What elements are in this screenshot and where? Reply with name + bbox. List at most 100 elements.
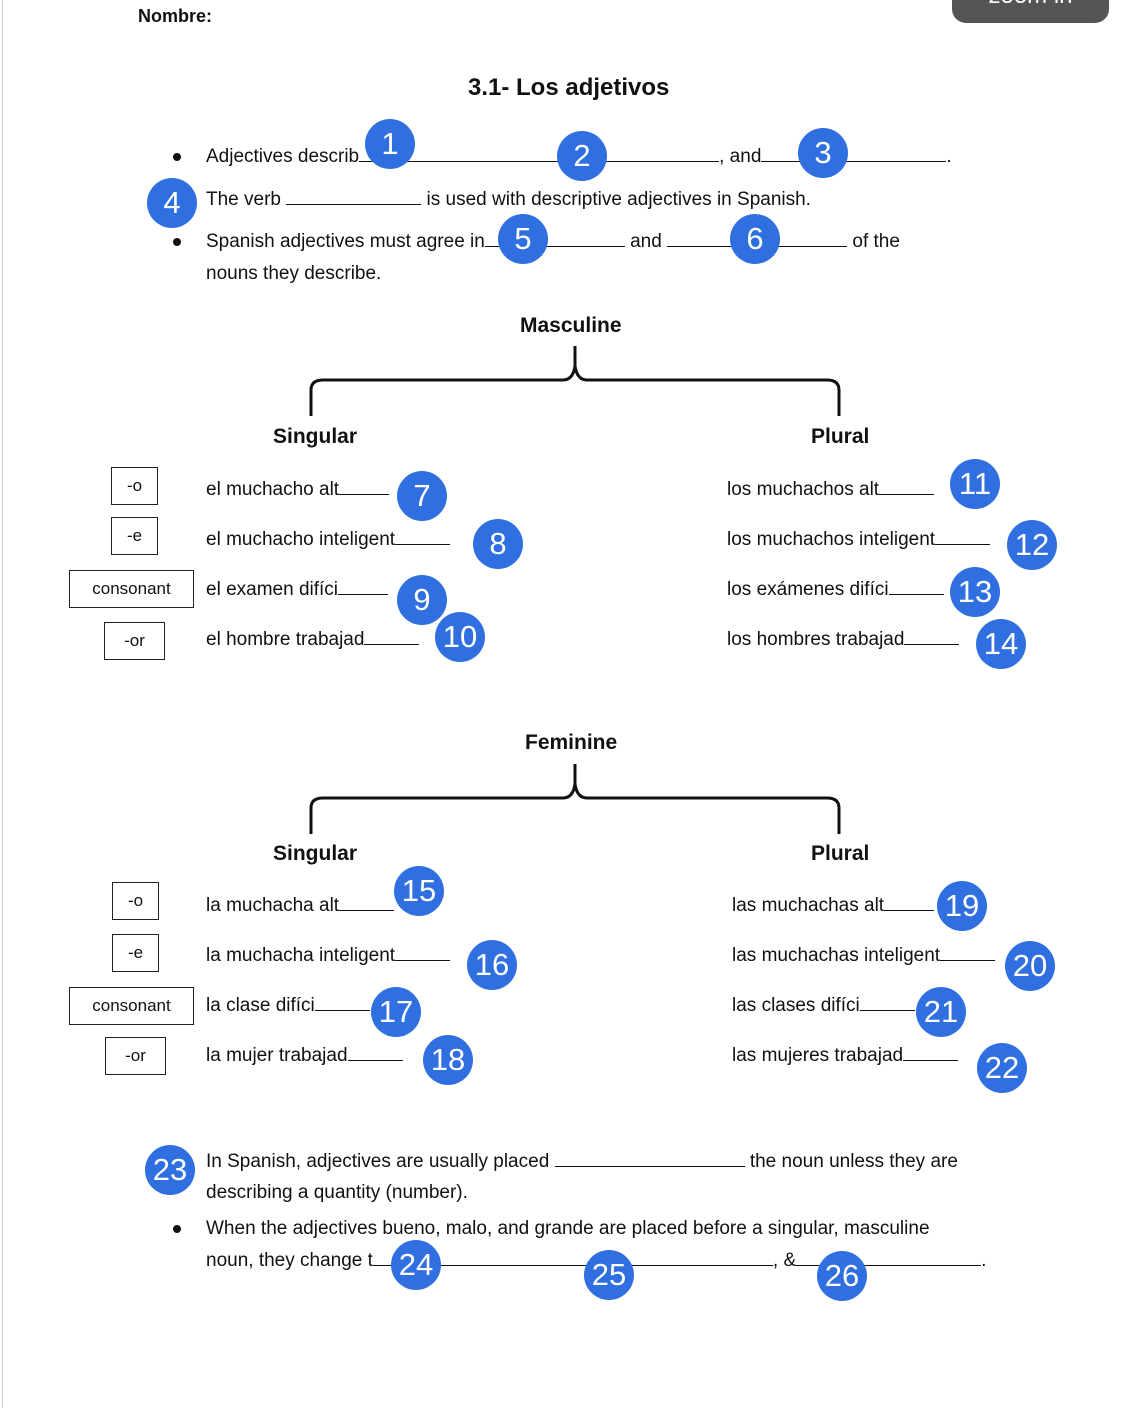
row-text: los muchachos inteligent bbox=[727, 529, 936, 550]
blank bbox=[338, 593, 389, 595]
intro-line-3-suffix: of the bbox=[847, 231, 900, 252]
blank bbox=[796, 1264, 982, 1266]
row-text: el hombre trabajad bbox=[206, 629, 365, 650]
number-badge-12[interactable]: 12 bbox=[1007, 520, 1057, 570]
masc-plural-row: los exámenes difíci bbox=[727, 579, 944, 601]
intro-line-1-and: , and bbox=[719, 146, 762, 167]
number-badge-22[interactable]: 22 bbox=[977, 1043, 1027, 1093]
blank bbox=[339, 909, 395, 911]
worksheet-title: 3.1- Los adjetivos bbox=[468, 74, 670, 101]
blank bbox=[940, 959, 996, 961]
number-badge-17[interactable]: 17 bbox=[371, 987, 421, 1037]
number-badge-6[interactable]: 6 bbox=[730, 214, 780, 264]
masc-plural-row: los muchachos inteligent bbox=[727, 529, 991, 551]
masculine-plural-label: Plural bbox=[811, 425, 870, 448]
zoom-in-button[interactable]: zoom in bbox=[952, 0, 1109, 23]
ending-box-e: -e bbox=[112, 934, 159, 972]
number-badge-13[interactable]: 13 bbox=[950, 567, 1000, 617]
masculine-heading: Masculine bbox=[520, 314, 622, 337]
feminine-heading: Feminine bbox=[525, 731, 618, 754]
feminine-singular-label: Singular bbox=[273, 842, 358, 865]
blank bbox=[364, 643, 420, 645]
number-badge-20[interactable]: 20 bbox=[1005, 941, 1055, 991]
masculine-brace bbox=[309, 346, 841, 416]
number-badge-21[interactable]: 21 bbox=[916, 987, 966, 1037]
number-badge-19[interactable]: 19 bbox=[937, 881, 987, 931]
ending-box-o: -o bbox=[112, 882, 159, 920]
number-badge-16[interactable]: 16 bbox=[467, 940, 517, 990]
fem-singular-row: la clase difíci bbox=[206, 995, 370, 1017]
fem-plural-row: las muchachas alt bbox=[732, 895, 935, 917]
blank bbox=[761, 160, 947, 162]
fem-singular-row: la muchacha alt bbox=[206, 895, 395, 917]
number-badge-8[interactable]: 8 bbox=[473, 519, 523, 569]
outro-line-2-amp: , & bbox=[772, 1250, 797, 1271]
number-badge-9[interactable]: 9 bbox=[397, 575, 447, 625]
masc-plural-row: los hombres trabajad bbox=[727, 629, 960, 651]
intro-line-2-prefix: The verb bbox=[206, 189, 287, 210]
number-badge-3[interactable]: 3 bbox=[798, 128, 848, 178]
ending-box-e: -e bbox=[111, 517, 158, 555]
row-text: las clases difíci bbox=[732, 995, 860, 1016]
feminine-brace bbox=[309, 764, 841, 834]
number-badge-24[interactable]: 24 bbox=[391, 1240, 441, 1290]
number-badge-25[interactable]: 25 bbox=[584, 1250, 634, 1300]
outro-line-1-prefix: In Spanish, adjectives are usually place… bbox=[206, 1151, 555, 1172]
number-badge-7[interactable]: 7 bbox=[397, 471, 447, 521]
blank bbox=[859, 1009, 915, 1011]
intro-line-2: The verb is used with descriptive adject… bbox=[206, 189, 811, 211]
ending-box-consonant: consonant bbox=[69, 987, 194, 1025]
row-text: las muchachas alt bbox=[732, 895, 885, 916]
row-text: los hombres trabajad bbox=[727, 629, 905, 650]
fem-singular-row: la muchacha inteligent bbox=[206, 945, 451, 967]
row-text: la clase difíci bbox=[206, 995, 315, 1016]
blank bbox=[484, 245, 625, 247]
outro-line-2: When the adjectives bueno, malo, and gra… bbox=[206, 1218, 930, 1239]
bullet bbox=[173, 153, 181, 161]
ending-box-o: -o bbox=[111, 467, 158, 505]
row-text: las muchachas inteligent bbox=[732, 945, 941, 966]
intro-line-1-end: . bbox=[946, 146, 952, 167]
number-badge-23[interactable]: 23 bbox=[145, 1145, 195, 1195]
blank bbox=[372, 1264, 773, 1266]
number-badge-10[interactable]: 10 bbox=[435, 612, 485, 662]
number-badge-1[interactable]: 1 bbox=[365, 119, 415, 169]
masc-singular-row: el examen difíci bbox=[206, 579, 389, 601]
masc-plural-row: los muchachos alt bbox=[727, 479, 935, 501]
feminine-plural-label: Plural bbox=[811, 842, 870, 865]
fem-plural-row: las mujeres trabajad bbox=[732, 1045, 959, 1067]
intro-line-1: Adjectives describ , and. bbox=[206, 146, 952, 168]
blank bbox=[395, 959, 451, 961]
ending-box-consonant: consonant bbox=[69, 570, 194, 608]
masc-singular-row: el muchacho inteligent bbox=[206, 529, 451, 551]
masc-singular-row: el hombre trabajad bbox=[206, 629, 420, 651]
row-text: el muchacho inteligent bbox=[206, 529, 396, 550]
blank bbox=[286, 203, 422, 205]
number-badge-18[interactable]: 18 bbox=[423, 1035, 473, 1085]
number-badge-15[interactable]: 15 bbox=[394, 866, 444, 916]
outro-line-1-suffix: the noun unless they are bbox=[744, 1151, 958, 1172]
blank bbox=[314, 1009, 370, 1011]
number-badge-14[interactable]: 14 bbox=[976, 619, 1026, 669]
row-text: la muchacha inteligent bbox=[206, 945, 396, 966]
number-badge-2[interactable]: 2 bbox=[557, 131, 607, 181]
intro-line-1-prefix: Adjectives describ bbox=[206, 146, 360, 167]
row-text: las mujeres trabajad bbox=[732, 1045, 904, 1066]
row-text: la muchacha alt bbox=[206, 895, 340, 916]
outro-line-2-cont-prefix: noun, they change t bbox=[206, 1250, 373, 1271]
blank bbox=[359, 160, 720, 162]
number-badge-26[interactable]: 26 bbox=[817, 1251, 867, 1301]
outro-line-2-cont: noun, they change t, &. bbox=[206, 1250, 986, 1272]
blank bbox=[554, 1165, 745, 1167]
number-badge-4[interactable]: 4 bbox=[147, 178, 197, 228]
ending-box-or: -or bbox=[104, 622, 165, 660]
blank bbox=[903, 1059, 959, 1061]
outro-line-1: In Spanish, adjectives are usually place… bbox=[206, 1151, 958, 1173]
number-badge-5[interactable]: 5 bbox=[498, 214, 548, 264]
fem-plural-row: las clases difíci bbox=[732, 995, 915, 1017]
outro-line-1-cont: describing a quantity (number). bbox=[206, 1182, 468, 1203]
blank bbox=[884, 909, 935, 911]
number-badge-11[interactable]: 11 bbox=[950, 459, 1000, 509]
intro-line-3: Spanish adjectives must agree in and of … bbox=[206, 231, 900, 253]
name-label: Nombre: bbox=[138, 6, 213, 26]
